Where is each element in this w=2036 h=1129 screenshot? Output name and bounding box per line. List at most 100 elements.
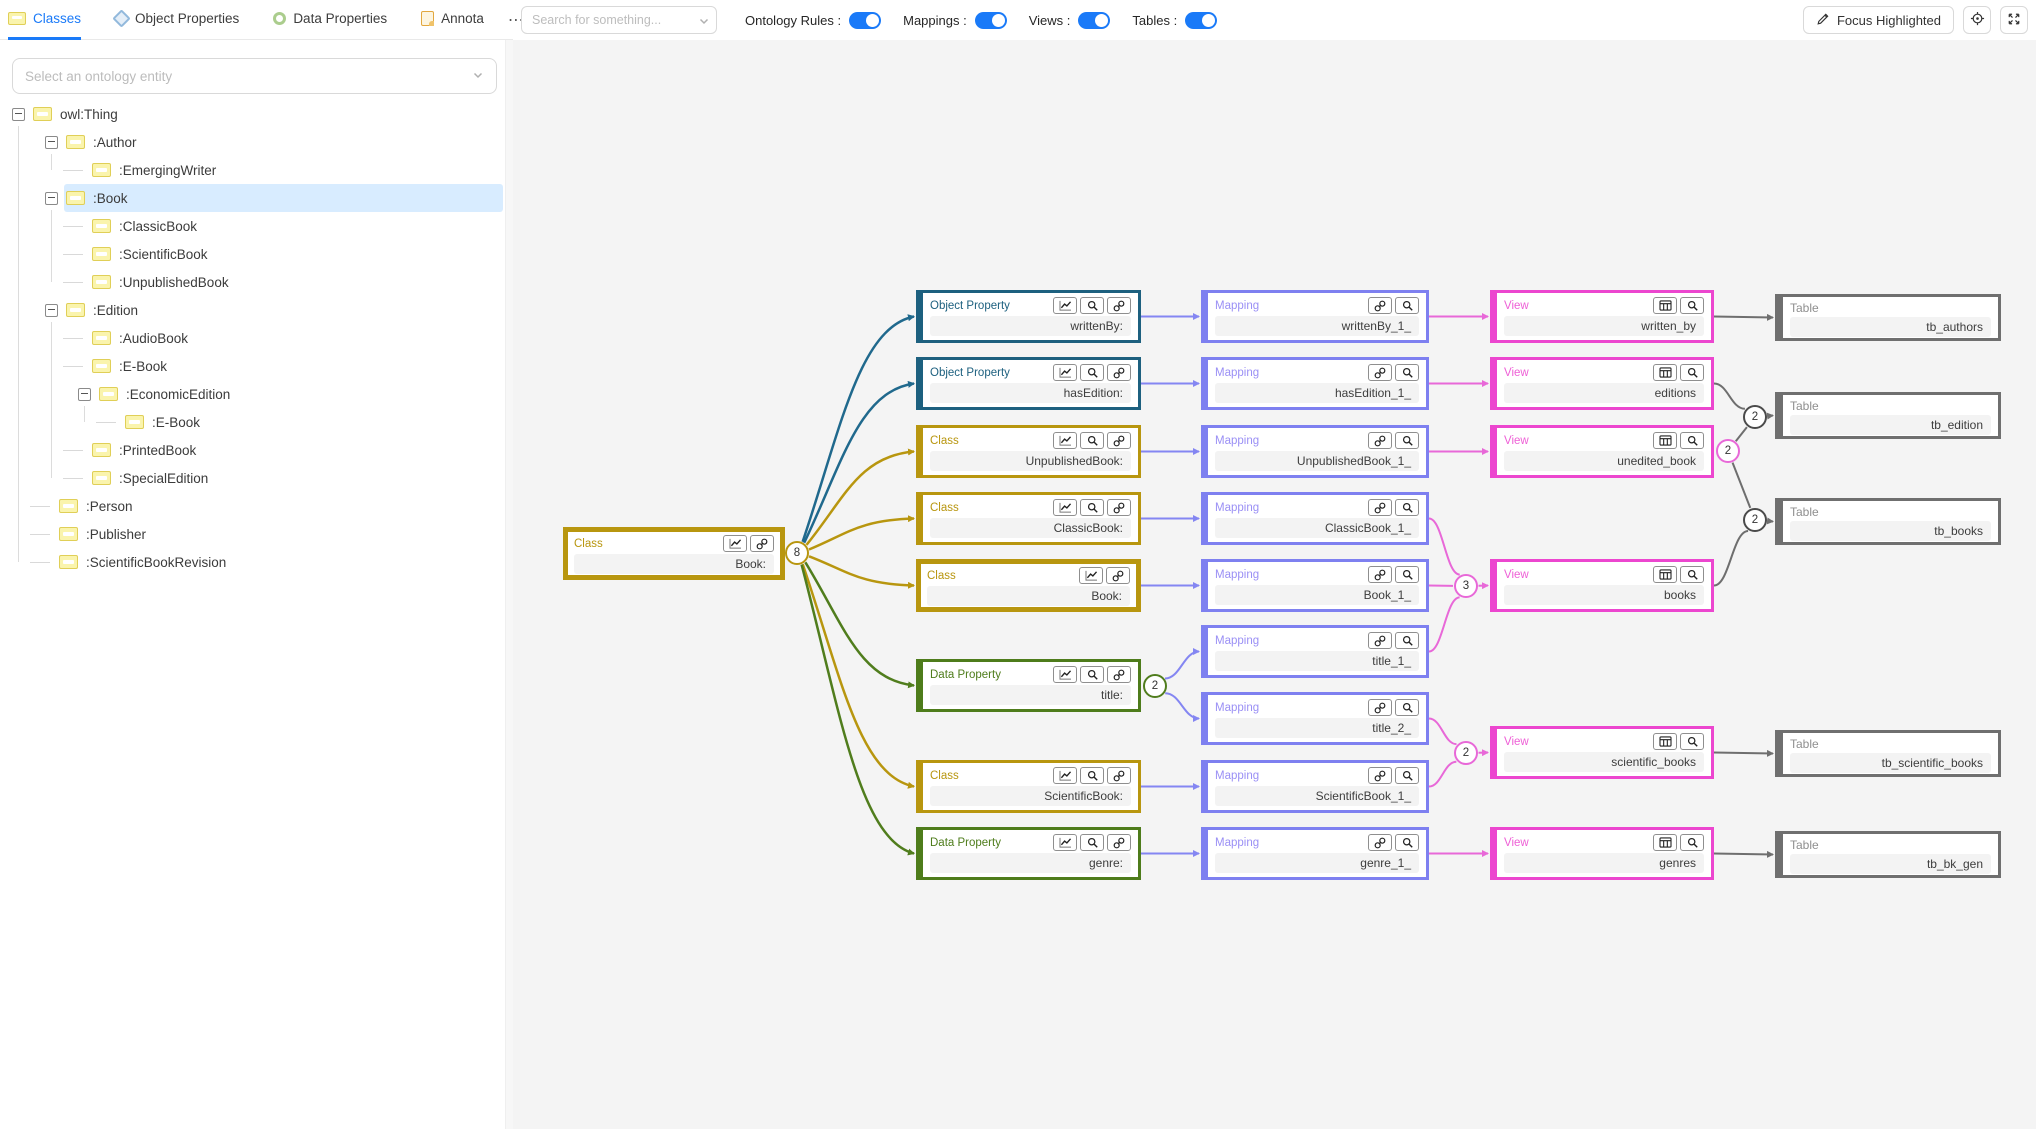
tree-item-row[interactable]: :PrintedBook bbox=[90, 436, 503, 464]
fullscreen-button[interactable] bbox=[2000, 6, 2028, 34]
chart-icon-button[interactable] bbox=[723, 535, 747, 552]
node-genre[interactable]: Data Propertygenre: bbox=[916, 827, 1141, 880]
link-icon-button[interactable] bbox=[1368, 834, 1392, 851]
node-m_classic[interactable]: MappingClassicBook_1_ bbox=[1201, 492, 1429, 545]
node-unpublishedBook[interactable]: ClassUnpublishedBook: bbox=[916, 425, 1141, 478]
tab-annota[interactable]: Annota bbox=[421, 0, 484, 40]
node-m_book[interactable]: MappingBook_1_ bbox=[1201, 559, 1429, 612]
chart-icon-button[interactable] bbox=[1053, 432, 1077, 449]
link-icon-button[interactable] bbox=[1107, 767, 1131, 784]
table-icon-button[interactable] bbox=[1653, 364, 1677, 381]
toggle-switch[interactable] bbox=[849, 12, 881, 29]
magnifier-icon-button[interactable] bbox=[1080, 666, 1104, 683]
node-m_writtenBy[interactable]: MappingwrittenBy_1_ bbox=[1201, 290, 1429, 343]
chart-icon-button[interactable] bbox=[1079, 567, 1103, 584]
link-icon-button[interactable] bbox=[1368, 566, 1392, 583]
node-v_books[interactable]: Viewbooks bbox=[1490, 559, 1714, 612]
collapse-icon[interactable] bbox=[45, 136, 58, 149]
magnifier-icon-button[interactable] bbox=[1395, 767, 1419, 784]
table-icon-button[interactable] bbox=[1653, 733, 1677, 750]
node-v_written_by[interactable]: Viewwritten_by bbox=[1490, 290, 1714, 343]
node-v_editions[interactable]: Vieweditions bbox=[1490, 357, 1714, 410]
magnifier-icon-button[interactable] bbox=[1680, 733, 1704, 750]
tree-item-row[interactable]: :ScientificBook bbox=[90, 240, 503, 268]
magnifier-icon-button[interactable] bbox=[1395, 834, 1419, 851]
tree-item-row[interactable]: :Edition bbox=[64, 296, 503, 324]
magnifier-icon-button[interactable] bbox=[1080, 432, 1104, 449]
tree-item-row[interactable]: :Publisher bbox=[57, 520, 503, 548]
tree-item-row[interactable]: :AudioBook bbox=[90, 324, 503, 352]
tree-item-row[interactable]: :SpecialEdition bbox=[90, 464, 503, 492]
link-icon-button[interactable] bbox=[1107, 834, 1131, 851]
magnifier-icon-button[interactable] bbox=[1080, 297, 1104, 314]
link-icon-button[interactable] bbox=[1368, 699, 1392, 716]
magnifier-icon-button[interactable] bbox=[1395, 297, 1419, 314]
chart-icon-button[interactable] bbox=[1053, 364, 1077, 381]
magnifier-icon-button[interactable] bbox=[1080, 499, 1104, 516]
toggle-switch[interactable] bbox=[975, 12, 1007, 29]
node-m_genre[interactable]: Mappinggenre_1_ bbox=[1201, 827, 1429, 880]
magnifier-icon-button[interactable] bbox=[1395, 566, 1419, 583]
tree-item-row[interactable]: :E-Book bbox=[90, 352, 503, 380]
tab-object-properties[interactable]: Object Properties bbox=[115, 0, 239, 40]
collapse-icon[interactable] bbox=[45, 304, 58, 317]
node-book_main[interactable]: ClassBook: bbox=[563, 527, 785, 580]
node-t_authors[interactable]: Tabletb_authors bbox=[1775, 294, 2001, 341]
ontology-entity-select[interactable]: Select an ontology entity bbox=[12, 58, 497, 94]
search-input[interactable] bbox=[521, 6, 717, 34]
magnifier-icon-button[interactable] bbox=[1680, 364, 1704, 381]
link-icon-button[interactable] bbox=[1107, 364, 1131, 381]
node-m_title2[interactable]: Mappingtitle_2_ bbox=[1201, 692, 1429, 745]
tree-item-row[interactable]: :EconomicEdition bbox=[97, 380, 503, 408]
tree-item-row[interactable]: :Author bbox=[64, 128, 503, 156]
magnifier-icon-button[interactable] bbox=[1395, 632, 1419, 649]
link-icon-button[interactable] bbox=[1368, 364, 1392, 381]
node-book2[interactable]: ClassBook: bbox=[916, 559, 1141, 612]
node-classicBook[interactable]: ClassClassicBook: bbox=[916, 492, 1141, 545]
link-icon-button[interactable] bbox=[1107, 666, 1131, 683]
node-m_title1[interactable]: Mappingtitle_1_ bbox=[1201, 625, 1429, 678]
link-icon-button[interactable] bbox=[1368, 767, 1392, 784]
tree-item-row[interactable]: :E-Book bbox=[123, 408, 503, 436]
focus-highlighted-button[interactable]: Focus Highlighted bbox=[1803, 6, 1954, 34]
link-icon-button[interactable] bbox=[1368, 499, 1392, 516]
node-v_scibooks[interactable]: Viewscientific_books bbox=[1490, 726, 1714, 779]
node-v_unedited[interactable]: Viewunedited_book bbox=[1490, 425, 1714, 478]
node-t_books[interactable]: Tabletb_books bbox=[1775, 498, 2001, 545]
node-title[interactable]: Data Propertytitle: bbox=[916, 659, 1141, 712]
magnifier-icon-button[interactable] bbox=[1680, 834, 1704, 851]
link-icon-button[interactable] bbox=[1107, 432, 1131, 449]
magnifier-icon-button[interactable] bbox=[1680, 432, 1704, 449]
tree-item-row[interactable]: :UnpublishedBook bbox=[90, 268, 503, 296]
node-scientificBook[interactable]: ClassScientificBook: bbox=[916, 760, 1141, 813]
link-icon-button[interactable] bbox=[1107, 297, 1131, 314]
node-t_bkgen[interactable]: Tabletb_bk_gen bbox=[1775, 831, 2001, 878]
locate-button[interactable] bbox=[1963, 6, 1991, 34]
tab-data-properties[interactable]: Data Properties bbox=[273, 0, 387, 40]
collapse-icon[interactable] bbox=[78, 388, 91, 401]
magnifier-icon-button[interactable] bbox=[1080, 834, 1104, 851]
magnifier-icon-button[interactable] bbox=[1395, 364, 1419, 381]
link-icon-button[interactable] bbox=[1368, 632, 1392, 649]
magnifier-icon-button[interactable] bbox=[1080, 767, 1104, 784]
link-icon-button[interactable] bbox=[1107, 499, 1131, 516]
link-icon-button[interactable] bbox=[1368, 297, 1392, 314]
table-icon-button[interactable] bbox=[1653, 297, 1677, 314]
tree-item-row[interactable]: :Person bbox=[57, 492, 503, 520]
tree-item-row[interactable]: :EmergingWriter bbox=[90, 156, 503, 184]
tree-item-row[interactable]: :Book bbox=[64, 184, 503, 212]
chart-icon-button[interactable] bbox=[1053, 499, 1077, 516]
magnifier-icon-button[interactable] bbox=[1395, 699, 1419, 716]
tree-item-row[interactable]: owl:Thing bbox=[31, 100, 503, 128]
node-writtenBy[interactable]: Object PropertywrittenBy: bbox=[916, 290, 1141, 343]
node-m_hasEdition[interactable]: MappinghasEdition_1_ bbox=[1201, 357, 1429, 410]
link-icon-button[interactable] bbox=[750, 535, 774, 552]
chart-icon-button[interactable] bbox=[1053, 767, 1077, 784]
table-icon-button[interactable] bbox=[1653, 834, 1677, 851]
tree-item-row[interactable]: :ClassicBook bbox=[90, 212, 503, 240]
tab-classes[interactable]: Classes bbox=[8, 0, 81, 40]
node-m_scibook[interactable]: MappingScientificBook_1_ bbox=[1201, 760, 1429, 813]
magnifier-icon-button[interactable] bbox=[1395, 432, 1419, 449]
node-v_genres[interactable]: Viewgenres bbox=[1490, 827, 1714, 880]
collapse-icon[interactable] bbox=[12, 108, 25, 121]
